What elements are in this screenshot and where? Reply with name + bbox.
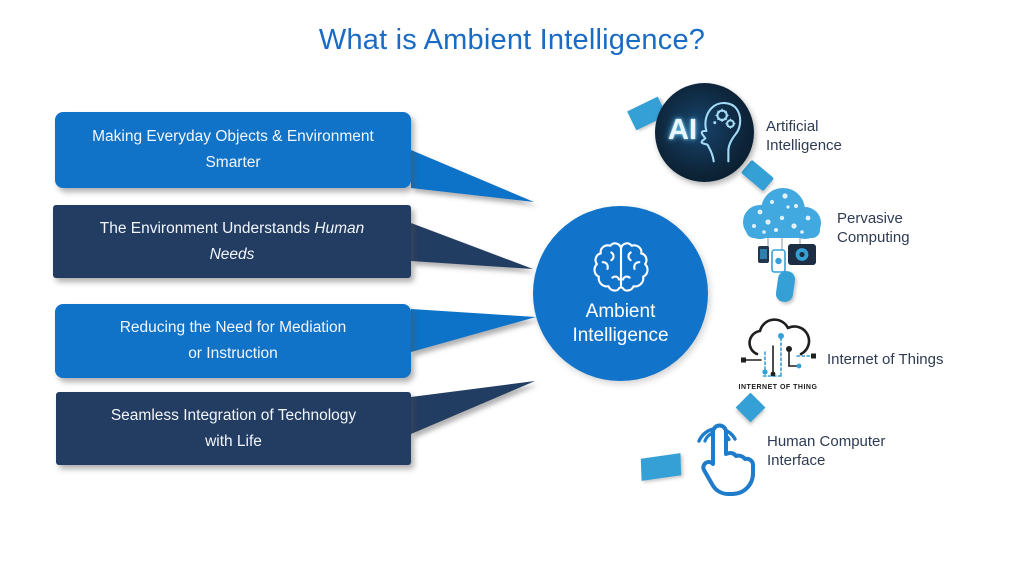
head-profile-icon xyxy=(700,101,742,163)
internet-of-things-icon xyxy=(741,318,816,377)
arc-dash xyxy=(640,453,682,481)
pervasive-computing-icon xyxy=(730,188,821,273)
banner-line: with Life xyxy=(205,432,262,450)
human-computer-interface-icon xyxy=(697,423,755,496)
tail-banner-1 xyxy=(411,150,534,202)
page-title: What is Ambient Intelligence? xyxy=(318,24,706,56)
hub-label-line: Intelligence xyxy=(572,325,669,346)
label-pervasive-computing: Pervasive Computing xyxy=(837,210,910,246)
banner-reducing-mediation: Reducing the Need for Mediation or Instr… xyxy=(55,304,411,378)
ambient-intelligence-hub: Ambient Intelligence xyxy=(533,206,708,381)
tail-banner-3 xyxy=(411,309,536,352)
banner-line: Reducing the Need for Mediation xyxy=(119,319,347,336)
iot-caption: INTERNET OF THING xyxy=(738,384,818,391)
artificial-intelligence-icon: AI xyxy=(655,83,754,182)
label-internet-of-things: Internet of Things xyxy=(827,351,944,368)
tail-banner-2 xyxy=(411,223,533,269)
banner-seamless-integration: Seamless Integration of Technology with … xyxy=(56,392,411,465)
banner-smart-objects: Making Everyday Objects & Environment Sm… xyxy=(55,112,411,188)
label-artificial-intelligence: Artificial Intelligence xyxy=(766,118,842,154)
label-human-computer-interface: Human Computer Interface xyxy=(767,433,886,469)
brain-icon xyxy=(592,242,649,292)
ai-badge-text: AI xyxy=(668,114,697,146)
tail-banner-4 xyxy=(411,381,535,434)
hub-label-line: Ambient xyxy=(585,301,656,322)
banner-line: Seamless Integration of Technology xyxy=(110,406,357,424)
banner-line: Smarter xyxy=(205,154,261,171)
banner-line: The Environment Understands Human xyxy=(99,219,365,237)
banner-line: or Instruction xyxy=(188,345,278,362)
banner-line: Making Everyday Objects & Environment xyxy=(92,128,374,145)
banner-line: Needs xyxy=(209,245,255,263)
banner-environment-understands: The Environment Understands Human Needs xyxy=(53,205,411,278)
